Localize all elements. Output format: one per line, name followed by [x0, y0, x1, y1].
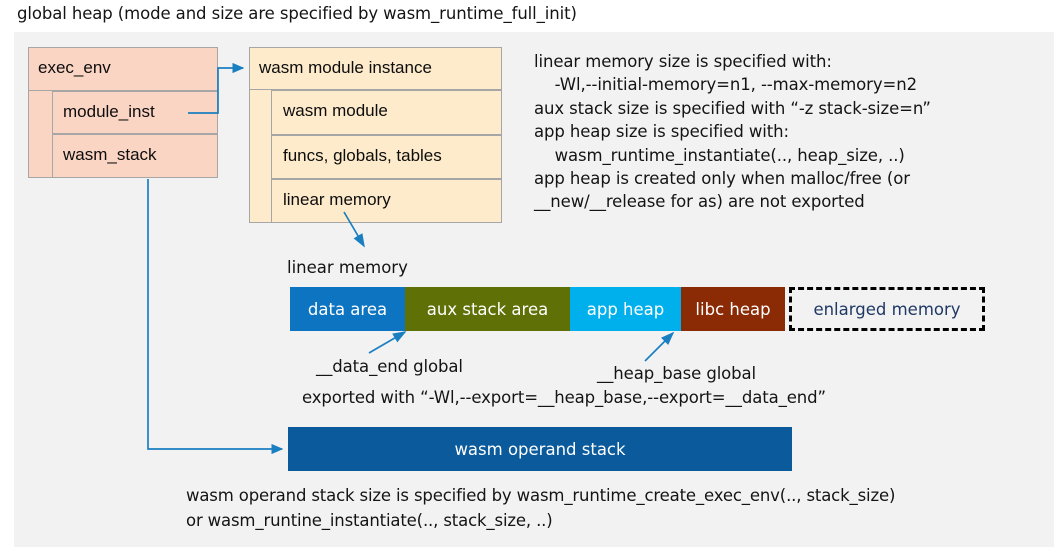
memory-segment-label: libc heap: [695, 299, 771, 319]
memory-segment-label: data area: [307, 299, 388, 319]
row-wasm-module: [271, 90, 502, 135]
linear-memory-bar-caption: linear memory: [287, 258, 408, 277]
memory-segment-label: enlarged memory: [813, 299, 961, 319]
memory-segment: data area: [290, 287, 405, 331]
funcs-globals-tables-label: funcs, globals, tables: [283, 146, 442, 165]
wasm-module-instance-label: wasm module instance: [259, 58, 432, 77]
wasm-operand-stack-bar: wasm operand stack: [288, 427, 792, 471]
row-funcs-globals-tables: [271, 135, 502, 179]
exec-env-label: exec_env: [38, 58, 111, 77]
memory-segment: aux stack area: [405, 287, 570, 331]
page-title: global heap (mode and size are specified…: [17, 4, 577, 23]
memory-segment: libc heap: [681, 287, 785, 331]
annotation-exported-with: exported with “-Wl,--export=__heap_base,…: [302, 388, 826, 407]
annotation-heap-base: __heap_base global: [597, 364, 757, 383]
linear-memory-note: linear memory size is specified with: -W…: [534, 52, 931, 212]
annotation-data-end: __data_end global: [316, 357, 463, 376]
linear-memory-bar: data area aux stack area app heap libc heap…: [290, 287, 985, 331]
wasm-module-instance-header-cell: [249, 47, 502, 90]
linear-memory-label: linear memory: [283, 190, 391, 209]
module-inst-label: module_inst: [63, 102, 155, 121]
wasm-module-label: wasm module: [283, 101, 388, 120]
memory-segment: app heap: [570, 287, 681, 331]
wasm-stack-label: wasm_stack: [63, 145, 157, 164]
wasm-operand-stack-label: wasm operand stack: [454, 439, 626, 459]
memory-segment-label: aux stack area: [426, 299, 549, 319]
memory-segment: enlarged memory: [789, 287, 985, 331]
exec-env-header-cell: [28, 47, 218, 91]
operand-stack-note: wasm operand stack size is specified by …: [186, 486, 896, 530]
memory-segment-label: app heap: [586, 299, 665, 319]
exec-env-row-wasm-stack: [52, 134, 218, 178]
